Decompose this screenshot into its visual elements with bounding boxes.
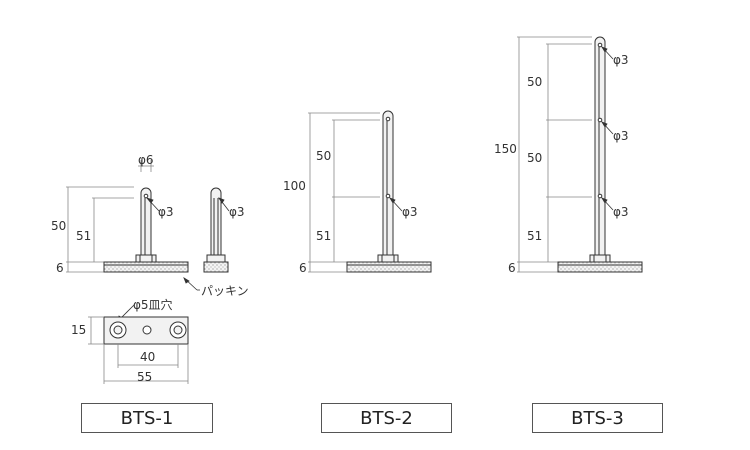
bts2-pin — [346, 110, 432, 273]
bts3-top-hole-diameter: φ3 — [613, 53, 629, 67]
bts2-hole-diameter: φ3 — [402, 205, 418, 219]
bts2-total-height: 100 — [283, 179, 306, 193]
bts1-plate-hole-label: φ5皿穴 — [133, 297, 173, 312]
bts2-leaders — [389, 197, 403, 212]
bts3-dimension-lines — [517, 36, 592, 273]
bts1-drawing: 50 51 6 φ6 φ3 φ3 パッキン φ5皿穴 15 40 55 — [51, 153, 249, 384]
bts3-drawing: 150 50 50 51 6 φ3 φ3 φ3 — [494, 36, 643, 275]
bts3-upper-height: 50 — [527, 75, 542, 89]
bts3-pin — [557, 36, 643, 273]
bts2-lower-height: 51 — [316, 229, 331, 243]
bts3-middle-hole-diameter: φ3 — [613, 129, 629, 143]
bts3-middle-height: 50 — [527, 151, 542, 165]
bts3-lower-hole-diameter: φ3 — [613, 205, 629, 219]
bts1-plate-dimension-lines — [88, 316, 189, 384]
bts1-pin-diameter: φ6 — [138, 153, 154, 167]
bts3-base-height: 6 — [508, 261, 516, 275]
bts1-pin — [103, 187, 189, 273]
bts1-total-height: 50 — [51, 219, 66, 233]
bts1-gasket-label: パッキン — [201, 284, 249, 298]
bts3-model-label: BTS-3 — [532, 403, 663, 433]
bts1-plate-pitch: 40 — [140, 350, 155, 364]
bts1-model-label: BTS-1 — [81, 403, 213, 433]
bts2-model-label: BTS-2 — [321, 403, 452, 433]
bts1-plate — [103, 316, 189, 345]
bts1-side-hole-diameter: φ3 — [229, 205, 245, 219]
bts1-hole-diameter: φ3 — [158, 205, 174, 219]
bts3-lower-height: 51 — [527, 229, 542, 243]
bts3-total-height: 150 — [494, 142, 517, 156]
bts1-plate-height: 15 — [71, 323, 86, 337]
bts1-dimension-lines — [66, 160, 154, 273]
bts2-drawing: 100 50 51 6 φ3 — [283, 110, 432, 275]
bts2-upper-height: 50 — [316, 149, 331, 163]
bts2-dimension-lines — [308, 112, 380, 273]
bts1-lower-height: 51 — [76, 229, 91, 243]
bts2-base-height: 6 — [299, 261, 307, 275]
bts1-base-height: 6 — [56, 261, 64, 275]
bts3-leaders — [601, 46, 614, 211]
bts1-plate-width: 55 — [137, 370, 152, 384]
bts1-side-pin — [203, 187, 229, 273]
